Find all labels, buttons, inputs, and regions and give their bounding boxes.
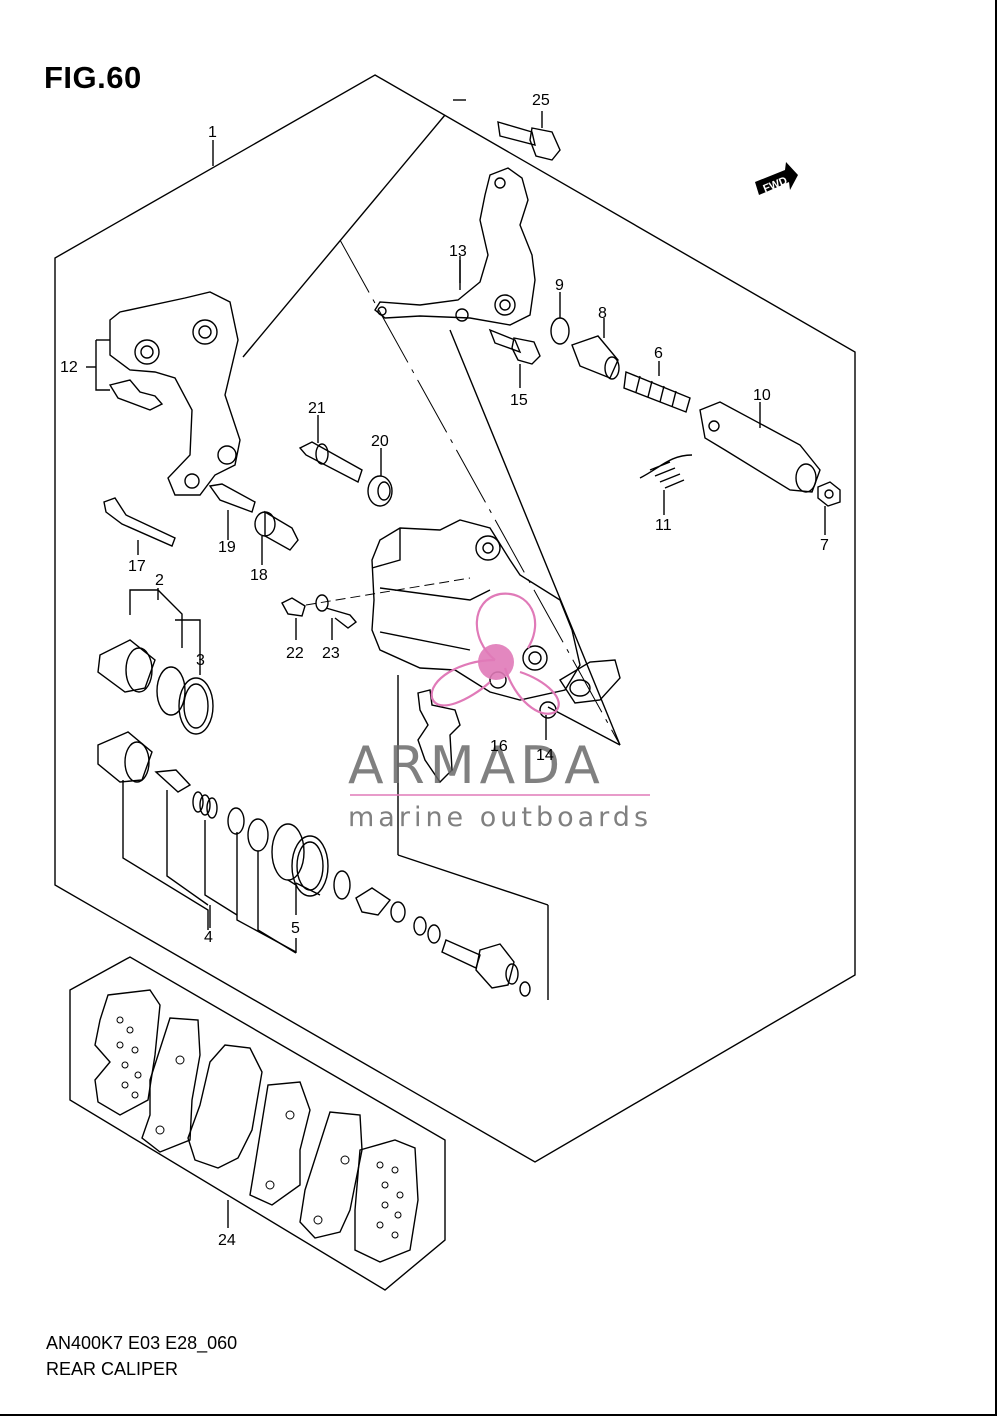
part-25-bolt [497,111,561,161]
armada-logo: ARMADA marine outboards [348,592,652,833]
callout-16: 16 [490,738,508,755]
diagram-code: AN400K7 E03 E28_060 [46,1333,238,1353]
callout-24: 24 [218,1232,236,1249]
part-24-pad-set [94,989,419,1263]
part-12-bracket [86,291,241,496]
callout-25: 25 [532,92,550,109]
callout-12: 12 [60,359,78,376]
part-6-screw [623,361,691,413]
callout-1: 1 [208,124,217,141]
part-20-boot [367,448,393,507]
callout-13: 13 [449,243,467,260]
callout-14: 14 [536,747,554,764]
part-21-pin [298,415,363,483]
callout-8: 8 [598,305,607,322]
part-18-sleeve [254,510,299,565]
callout-22: 22 [286,645,304,662]
caliper-body [371,519,621,719]
assembly-1-outline [54,74,856,1163]
part-7-nut [817,481,841,535]
callout-15: 15 [510,392,528,409]
callout-23: 23 [322,645,340,662]
part-19-bolt [208,483,256,540]
callout-10: 10 [753,387,771,404]
part-13-lever [374,167,536,326]
part-16-pad-spring [417,689,461,784]
figure-title: FIG.60 [44,60,142,95]
callout-5: 5 [291,920,300,937]
part-11-spring [639,454,693,515]
callout-20: 20 [371,433,389,450]
part-10-arm [699,401,821,493]
watermark-tagline: marine outboards [348,802,652,833]
watermark-brand: ARMADA [348,736,605,796]
assembly-24-outline [69,956,446,1291]
callout-11: 11 [655,517,672,534]
diagram-subtitle: REAR CALIPER [46,1359,179,1379]
callout-17: 17 [128,558,146,575]
part-8-sleeve [571,318,620,380]
callout-2: 2 [155,572,164,589]
part-15-bolt [488,328,541,388]
part-4-piston-assembly [97,731,531,997]
part-22-bleeder [281,597,306,640]
callout-19: 19 [218,539,236,556]
part-23-cap [315,594,358,640]
callout-18: 18 [250,567,268,584]
callout-3: 3 [196,652,205,669]
part-3-seals [156,666,214,735]
callout-21: 21 [308,400,326,417]
callout-7: 7 [820,537,829,554]
fwd-arrow-icon: FWD [755,162,798,195]
part-9-washer [550,317,570,345]
part-2-piston [97,639,156,693]
callout-6: 6 [654,345,663,362]
part-17-pin [103,497,176,555]
callout-4: 4 [204,929,213,946]
callout-9: 9 [555,277,564,294]
